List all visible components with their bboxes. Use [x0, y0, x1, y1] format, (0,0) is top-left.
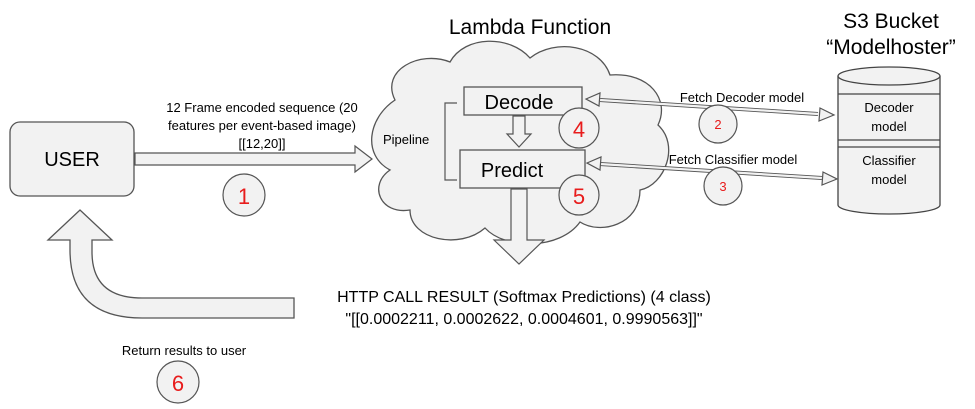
s3-bucket-cylinder — [837, 66, 941, 215]
s3-title-line1: S3 Bucket — [843, 10, 939, 33]
user-label: USER — [44, 149, 100, 171]
user-box — [9, 121, 135, 197]
step-5-badge — [558, 174, 600, 216]
lambda-title: Lambda Function — [449, 16, 611, 39]
pipeline-label: Pipeline — [383, 132, 429, 147]
decode-box — [463, 86, 583, 116]
request-arrow — [134, 144, 373, 174]
step-3-label: 3 — [719, 179, 726, 194]
fetch-classifier-label: Fetch Classifier model — [669, 152, 798, 167]
step-2-label: 2 — [714, 117, 721, 132]
result-line2: "[[0.0002211, 0.0002622, 0.0004601, 0.99… — [345, 311, 702, 328]
step-2-badge — [698, 104, 738, 144]
classifier-model-line1: Classifier — [862, 153, 916, 168]
pipeline-bracket — [444, 102, 457, 181]
request-line1: 12 Frame encoded sequence (20 — [166, 100, 358, 115]
result-line1: HTTP CALL RESULT (Softmax Predictions) (… — [337, 289, 711, 306]
classifier-model-line2: model — [871, 172, 907, 187]
decode-label: Decode — [485, 92, 554, 114]
step-6-label: 6 — [172, 371, 184, 396]
decoder-model-line1: Decoder — [864, 100, 914, 115]
decode-to-predict-arrow — [505, 115, 533, 148]
step-4-badge — [558, 107, 600, 149]
s3-title-line2: “Modelhoster” — [826, 36, 956, 59]
predict-output-arrow — [492, 188, 546, 265]
decoder-model-line2: model — [871, 119, 907, 134]
request-line3: [[12,20]] — [239, 136, 286, 151]
predict-label: Predict — [481, 160, 544, 182]
request-line2: features per event-based image) — [168, 118, 356, 133]
return-arrow — [46, 209, 295, 319]
step-1-label: 1 — [238, 184, 250, 209]
return-label: Return results to user — [122, 343, 247, 358]
step-6-badge — [156, 360, 200, 404]
step-1-badge — [222, 173, 266, 217]
step-3-badge — [703, 166, 743, 206]
step-4-label: 4 — [573, 117, 585, 142]
step-5-label: 5 — [573, 184, 585, 209]
fetch-decoder-label: Fetch Decoder model — [680, 90, 804, 105]
